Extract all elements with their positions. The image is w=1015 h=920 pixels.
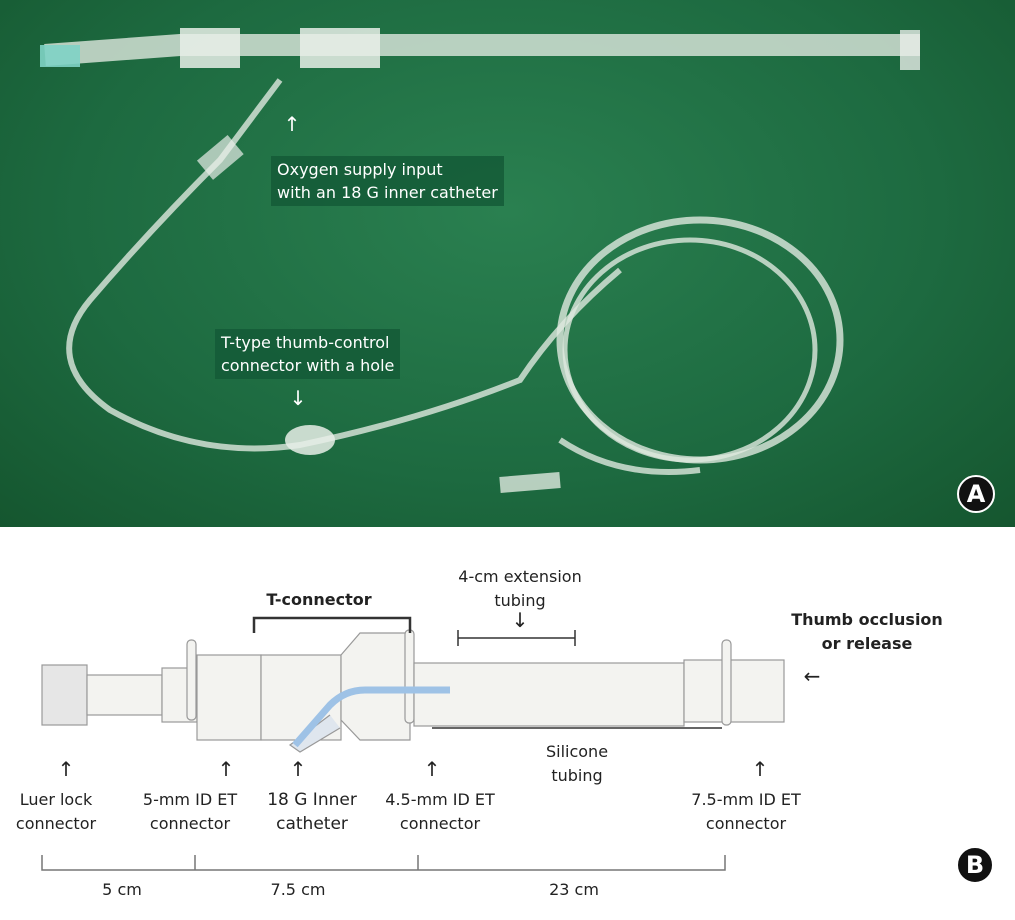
t-connector-photo — [180, 28, 240, 68]
t-connector-label: T-connector — [266, 590, 371, 609]
length-scale — [41, 855, 726, 871]
extension-arrow-icon: ↓ — [511, 608, 529, 632]
thumb-label: Thumb occlusion or release — [791, 610, 943, 653]
luer-neck — [86, 674, 163, 716]
silicone-tube — [413, 662, 685, 727]
device-photo: ↑ Oxygen supply input with an 18 G inner… — [0, 0, 1015, 527]
thumb-connector-photo — [285, 425, 335, 455]
dim-23cm: 23 cm — [549, 880, 599, 899]
et75-label: 7.5-mm ID ET connector — [691, 790, 801, 833]
et45-label: 4.5-mm ID ET connector — [385, 790, 495, 833]
panel-a-badge: A — [957, 475, 995, 513]
t-connector-bracket — [252, 616, 412, 633]
oxygen-label: Oxygen supply input with an 18 G inner c… — [271, 156, 504, 206]
extension-label: 4-cm extension tubing — [458, 567, 582, 610]
et45-arrow-icon: ↑ — [423, 757, 441, 781]
et75-arrow-icon: ↑ — [751, 757, 769, 781]
oxygen-arrow-icon: ↑ — [283, 112, 301, 136]
dim-5cm: 5 cm — [102, 880, 142, 899]
thumb-arrow-icon: ↓ — [289, 386, 307, 410]
thumb-arrow-icon: ← — [803, 664, 821, 688]
oxygen-tube — [66, 78, 622, 452]
panel-b-badge: B — [956, 846, 994, 884]
luer-lock — [41, 664, 88, 726]
thumb-connector-label: T-type thumb-control connector with a ho… — [215, 329, 401, 379]
et5-arrow-icon: ↑ — [217, 757, 235, 781]
silicone-label: Silicone tubing — [545, 742, 609, 785]
et5-label: 5-mm ID ET connector — [142, 790, 238, 833]
dim-7-5cm: 7.5 cm — [270, 880, 326, 899]
inner-catheter — [292, 686, 450, 748]
luer-arrow-icon: ↑ — [57, 757, 75, 781]
catheter-label: 18 G Inner catheter — [267, 790, 357, 834]
catheter-arrow-icon: ↑ — [289, 757, 307, 781]
device-photo-drawing — [40, 28, 920, 493]
luer-label: Luer lock connector — [15, 790, 97, 833]
